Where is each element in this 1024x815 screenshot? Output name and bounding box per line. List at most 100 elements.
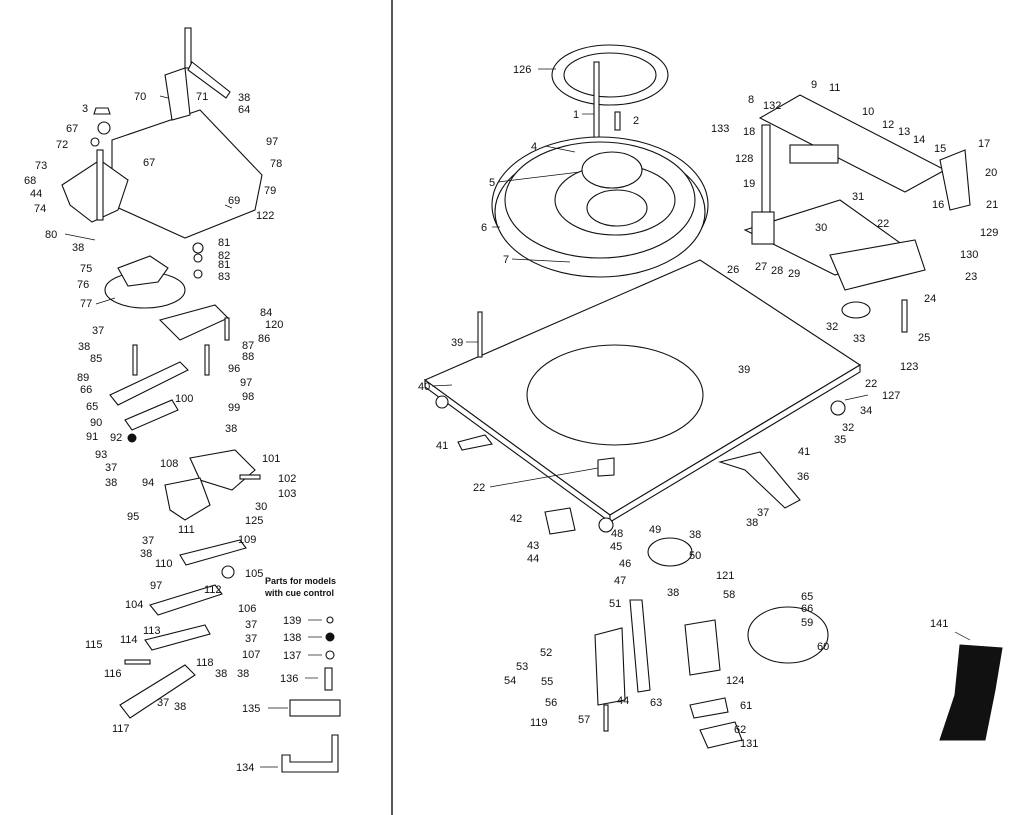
callout-9: 9 xyxy=(811,79,817,91)
lever-109 xyxy=(179,539,247,566)
callout-60: 60 xyxy=(817,641,829,653)
lever-114 xyxy=(144,624,211,651)
callout-106: 106 xyxy=(238,603,256,615)
callout-79: 79 xyxy=(264,185,276,197)
callout-69: 69 xyxy=(228,195,240,207)
callout-77: 77 xyxy=(80,298,92,310)
callout-4: 4 xyxy=(531,141,537,153)
switch-124 xyxy=(684,619,721,676)
callout-37e: 37 xyxy=(245,633,257,645)
callout-44: 44 xyxy=(30,188,42,200)
callout-110: 110 xyxy=(155,558,173,570)
callout-90: 90 xyxy=(90,417,102,429)
callout-91: 91 xyxy=(86,431,98,443)
callout-62: 62 xyxy=(734,724,746,736)
callout-51: 51 xyxy=(609,598,621,610)
washer-92 xyxy=(127,433,137,443)
callout-119: 119 xyxy=(530,717,548,729)
callout-117: 117 xyxy=(112,723,130,735)
callout-22b: 22 xyxy=(865,378,877,390)
plate-61 xyxy=(689,697,729,719)
pivot-arm xyxy=(164,67,191,121)
screw-39 xyxy=(477,311,483,358)
callout-121: 121 xyxy=(716,570,734,582)
callout-73: 73 xyxy=(35,160,47,172)
callout-83: 83 xyxy=(218,271,230,283)
callout-116: 116 xyxy=(104,668,122,680)
callout-23: 23 xyxy=(965,271,977,283)
callout-46: 46 xyxy=(619,558,631,570)
callout-114: 114 xyxy=(120,634,138,646)
lever-20 xyxy=(939,149,971,211)
callout-32b: 32 xyxy=(842,422,854,434)
arm-base-26 xyxy=(751,211,775,245)
callout-84: 84 xyxy=(260,307,272,319)
bracket-24 xyxy=(829,239,926,291)
spindle-1 xyxy=(593,61,600,143)
callout-75: 75 xyxy=(80,263,92,275)
record-ring-126-inner xyxy=(563,52,657,98)
callout-36: 36 xyxy=(797,471,809,483)
callout-139: 139 xyxy=(283,615,301,627)
cue-control-legend: Parts for models with cue control xyxy=(260,576,341,773)
callout-22c: 22 xyxy=(473,482,485,494)
callout-30: 30 xyxy=(255,501,267,513)
turntable-base-drawing xyxy=(423,44,1003,749)
washer-81 xyxy=(192,242,204,254)
callout-89: 89 xyxy=(77,372,89,384)
callout-16: 16 xyxy=(932,199,944,211)
callout-81b: 81 xyxy=(218,259,230,271)
latch-41 xyxy=(457,434,493,451)
callout-37f: 37 xyxy=(157,697,169,709)
base-plate-opening xyxy=(526,344,704,446)
tonearm-post-128 xyxy=(761,124,771,216)
callout-38l: 38 xyxy=(667,587,679,599)
callout-40: 40 xyxy=(418,381,430,393)
leader-lines xyxy=(64,68,971,641)
part-138-icon xyxy=(325,632,335,642)
callout-58: 58 xyxy=(723,589,735,601)
callout-100: 100 xyxy=(175,393,193,405)
callout-133: 133 xyxy=(711,123,729,135)
callout-38f: 38 xyxy=(140,548,152,560)
callout-120: 120 xyxy=(265,319,283,331)
callout-56: 56 xyxy=(545,697,557,709)
cartridge-head xyxy=(789,144,839,164)
lever-64 xyxy=(187,61,231,99)
spring-25 xyxy=(901,299,908,333)
callout-44b: 44 xyxy=(617,695,629,707)
callout-47: 47 xyxy=(614,575,626,587)
callout-85: 85 xyxy=(90,353,102,365)
callout-33: 33 xyxy=(853,333,865,345)
callout-127: 127 xyxy=(882,390,900,402)
callout-61: 61 xyxy=(740,700,752,712)
foot-40 xyxy=(435,395,449,409)
callout-63: 63 xyxy=(650,697,662,709)
callout-103: 103 xyxy=(278,488,296,500)
callout-115: 115 xyxy=(85,639,103,651)
callout-122: 122 xyxy=(256,210,274,222)
callout-2: 2 xyxy=(633,115,639,127)
callout-97b: 97 xyxy=(240,377,252,389)
callout-34: 34 xyxy=(860,405,872,417)
callout-104: 104 xyxy=(125,599,143,611)
callout-88: 88 xyxy=(242,351,254,363)
washer-67 xyxy=(97,121,111,135)
callout-82: 82 xyxy=(218,250,230,262)
callout-57: 57 xyxy=(578,714,590,726)
callout-7: 7 xyxy=(503,254,509,266)
washer-82 xyxy=(193,253,203,263)
callout-134: 134 xyxy=(236,762,254,774)
spring-96 xyxy=(204,344,210,376)
knob-105 xyxy=(221,565,235,579)
callout-38h: 38 xyxy=(237,668,249,680)
spring-116 xyxy=(124,659,151,665)
callout-38g: 38 xyxy=(215,668,227,680)
callout-20: 20 xyxy=(985,167,997,179)
disc-33 xyxy=(841,301,871,319)
callout-39b: 39 xyxy=(738,364,750,376)
callout-80: 80 xyxy=(45,229,57,241)
plate-94 xyxy=(164,477,211,521)
callout-15: 15 xyxy=(934,143,946,155)
